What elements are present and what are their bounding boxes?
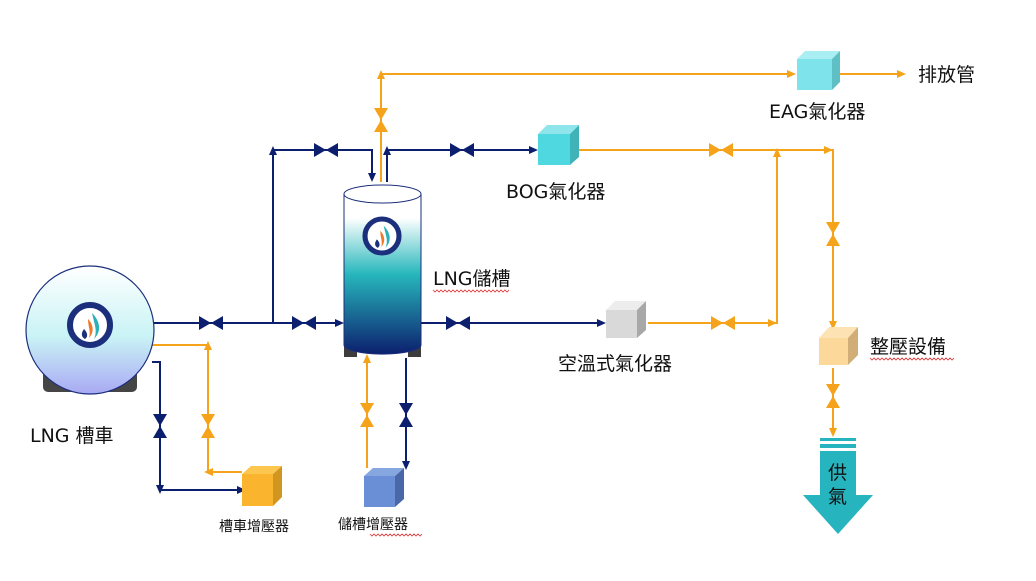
valve-tank-inlet[interactable] [292, 316, 316, 330]
pipe-bog-out [578, 149, 834, 325]
arrow-head [597, 319, 606, 327]
pipe-ambient-out [648, 152, 778, 324]
cube-front [819, 338, 848, 365]
arrow-head [829, 428, 837, 437]
supply-arrow-body [803, 451, 873, 534]
eag-vaporizer-label: EAG氣化器 [769, 101, 865, 123]
shinfox-logo [70, 305, 110, 345]
arrow-head [368, 173, 376, 182]
arrow-head [156, 485, 164, 494]
arrow-head [768, 319, 777, 327]
valve-bog-outlet[interactable] [709, 143, 733, 157]
lng-tanker-truck[interactable]: LNG 槽車 [25, 265, 155, 447]
valve-tank-pressurizer-liquid[interactable] [399, 403, 413, 427]
pressure-regulator[interactable]: 整壓設備 [819, 327, 955, 365]
cube-side [637, 301, 646, 338]
arrow-head [383, 146, 391, 155]
valve-top-fill[interactable] [314, 143, 338, 157]
valve-ambient-outlet[interactable] [711, 316, 735, 330]
shinfox-logo [365, 219, 399, 253]
bog-vaporizer-label: BOG氣化器 [506, 181, 605, 203]
valve-regulator-inlet[interactable] [826, 222, 840, 246]
arrow-head [787, 70, 796, 78]
lng-storage-tank[interactable]: LNG儲槽 [343, 184, 511, 357]
valve-tank-pressurizer-gas[interactable] [360, 403, 374, 427]
pipe-tank-to-bog [386, 149, 532, 182]
valve-ambient-inlet[interactable] [446, 316, 470, 330]
eag-vaporizer[interactable]: EAG氣化器 [769, 51, 865, 123]
vent-pipe-label: 排放管 [918, 64, 975, 86]
pipe-tank-to-eag [380, 73, 790, 182]
valve-regulator-outlet[interactable] [826, 384, 840, 408]
truck-pressurizer-label: 槽車增壓器 [219, 518, 289, 535]
arrow-head [363, 354, 371, 363]
cube-front [538, 134, 570, 165]
cube-side [570, 125, 579, 165]
tank-pressurizer-label: 儲槽增壓器 [338, 517, 408, 533]
valve-truck-outlet[interactable] [199, 316, 223, 330]
spellcheck-underline [869, 357, 955, 361]
cube-top [606, 301, 646, 310]
arrow-head [204, 341, 212, 350]
spellcheck-underline [432, 289, 510, 293]
spellcheck-underline [369, 533, 423, 537]
gas-pipes [152, 73, 900, 473]
pipe-truck-pressurizer-return [152, 344, 242, 473]
gas-supply-label-line2: 氣 [828, 486, 847, 508]
storage-tank-label: LNG儲槽 [433, 268, 511, 290]
cube-side [395, 468, 404, 507]
gas-supply-arrow: 供 氣 [803, 438, 873, 534]
arrow-head [402, 461, 410, 470]
pipe-truck-to-pressurizer [152, 361, 238, 491]
cube-top [242, 466, 282, 474]
cube-front [364, 476, 395, 507]
valve-eag[interactable] [374, 108, 388, 132]
cube-side [848, 327, 858, 365]
arrow-head [335, 319, 344, 327]
arrow-head [269, 146, 277, 155]
arrow-head [824, 146, 833, 154]
cube-top [819, 327, 858, 338]
tank-top [343, 184, 422, 204]
ambient-vaporizer-label: 空溫式氣化器 [558, 353, 672, 375]
bog-vaporizer[interactable]: BOG氣化器 [506, 125, 605, 203]
cube-top [797, 51, 840, 59]
arrow-head [377, 70, 385, 79]
ambient-vaporizer[interactable]: 空溫式氣化器 [558, 301, 672, 375]
gas-supply-label-line1: 供 [828, 462, 847, 484]
valves[interactable] [153, 108, 840, 438]
arrow-head [773, 148, 781, 157]
cube-front [242, 474, 273, 506]
pressure-regulator-label: 整壓設備 [870, 336, 946, 358]
arrow-head [829, 321, 837, 330]
supply-arrow-stripe [820, 438, 856, 441]
valve-bog-inlet[interactable] [450, 143, 474, 157]
tanker-truck-label: LNG 槽車 [30, 425, 114, 447]
arrow-head [529, 146, 538, 154]
arrow-head [204, 468, 213, 476]
arrow-head [237, 486, 246, 494]
tank-pressurizer[interactable]: 儲槽增壓器 [338, 468, 423, 537]
arrow-head [897, 70, 906, 78]
cube-side [832, 51, 840, 90]
cube-front [797, 59, 832, 90]
cube-top [538, 125, 579, 134]
cube-front [606, 310, 637, 338]
truck-pressurizer[interactable]: 槽車增壓器 [219, 466, 289, 535]
cube-top [364, 468, 404, 476]
supply-arrow-stripe [820, 444, 856, 448]
valve-truck-pressurizer-gas[interactable] [201, 414, 215, 438]
cube-side [273, 466, 282, 506]
valve-truck-pressurizer-liquid[interactable] [153, 414, 167, 438]
flow-arrows [156, 70, 906, 494]
